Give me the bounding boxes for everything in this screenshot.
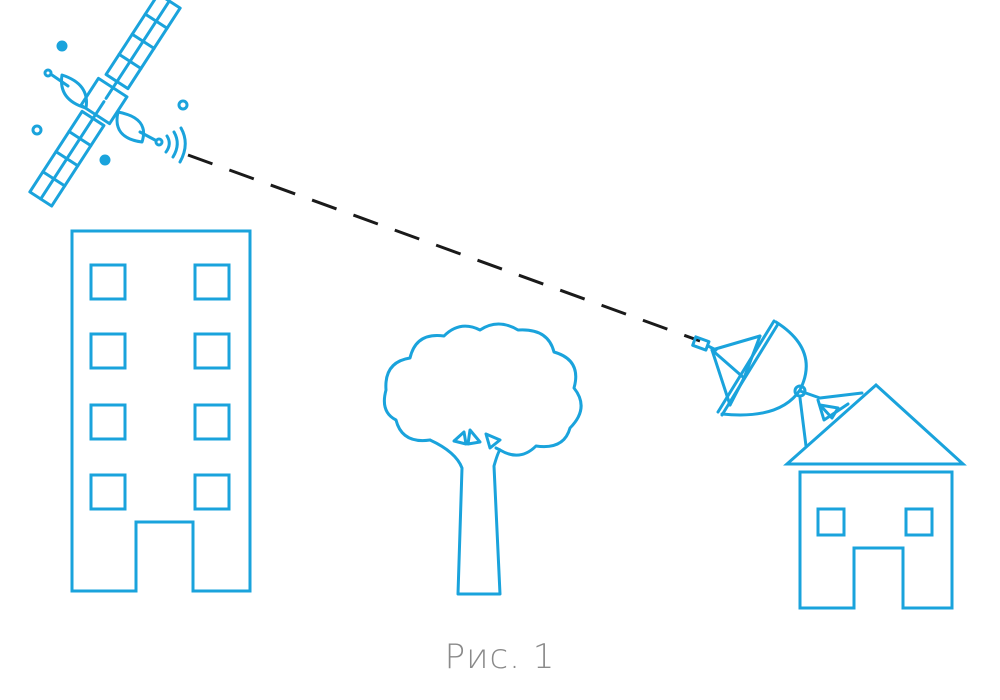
- apartment-building-icon: [70, 229, 252, 593]
- signal-path-line: [187, 153, 701, 343]
- satellite-dish-icon: [691, 319, 864, 448]
- tree-icon: [382, 322, 583, 596]
- satellite-icon: [28, 0, 189, 208]
- figure-caption: Рис. 1: [444, 637, 556, 677]
- house-icon: [783, 382, 967, 610]
